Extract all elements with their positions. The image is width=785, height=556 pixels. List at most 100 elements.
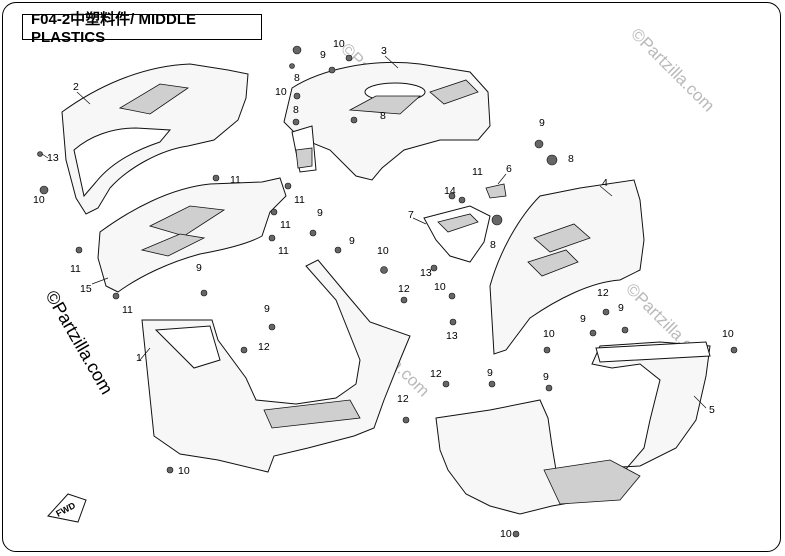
bolt-13d — [430, 264, 438, 272]
small-bracket-part — [423, 205, 491, 263]
callout-8-a: 8 — [294, 72, 300, 84]
callout-10-c: 10 — [434, 281, 446, 293]
callout-12-a: 12 — [258, 341, 270, 353]
grommet-8e — [546, 154, 558, 166]
bolt-9e — [309, 229, 317, 237]
callout-4: 4 — [602, 177, 608, 189]
callout-labels: 2 3 4 5 1 6 7 15 8 9 10 10 8 8 9 8 8 11 … — [33, 38, 734, 540]
bolt-13c — [449, 318, 457, 326]
callout-9-d: 9 — [349, 235, 355, 247]
right-rear-fender-part — [489, 179, 645, 355]
left-footwell-part — [141, 259, 411, 473]
bolt-10g — [166, 466, 174, 474]
callout-11-d: 11 — [280, 219, 291, 231]
callout-9-f: 9 — [264, 303, 270, 315]
clip-12b — [400, 296, 408, 304]
callout-15: 15 — [80, 283, 92, 295]
bolt-13b — [448, 292, 456, 300]
callout-10-g: 10 — [722, 328, 734, 340]
left-rear-fender-part — [61, 63, 249, 215]
callout-10-h: 10 — [178, 465, 190, 477]
callout-9-j: 9 — [618, 302, 624, 314]
grommet-8a — [292, 45, 302, 55]
callout-6: 6 — [506, 163, 512, 175]
grommet-9b — [534, 139, 544, 149]
bolt-11f — [75, 246, 83, 254]
bolt-11d — [270, 208, 278, 216]
callout-11-a: 11 — [472, 166, 483, 178]
callout-10-a: 10 — [333, 38, 345, 50]
bolt-10f — [730, 346, 738, 354]
callout-7: 7 — [408, 209, 414, 221]
clip-12d — [402, 416, 410, 424]
bolt-14 — [458, 196, 466, 204]
callout-2: 2 — [73, 81, 79, 93]
callout-10-e: 10 — [377, 245, 389, 257]
callout-9-i: 9 — [580, 313, 586, 325]
callout-12-d: 12 — [397, 393, 409, 405]
bolt-11b — [212, 174, 220, 182]
bolt-10a — [345, 54, 353, 62]
watermark-left-side: ©Partzilla.com — [42, 287, 117, 398]
callout-11-c: 11 — [294, 194, 305, 206]
callout-12-b: 12 — [398, 283, 410, 295]
callout-8-c: 8 — [380, 110, 386, 122]
callout-11-b: 11 — [230, 174, 241, 186]
callout-5: 5 — [709, 404, 715, 416]
bolt-9i — [589, 329, 597, 337]
bolt-9f — [334, 246, 342, 254]
watermark-top-right: ©Partzilla.com — [627, 24, 718, 115]
bolt-13a — [37, 151, 43, 157]
callout-9-b: 9 — [539, 117, 545, 129]
callout-13-a: 13 — [420, 267, 432, 279]
leader-lines — [41, 55, 707, 409]
callout-10-b: 10 — [275, 86, 287, 98]
callout-11-f: 11 — [70, 263, 81, 275]
callout-13-c: 13 — [47, 152, 59, 164]
callout-14: 14 — [444, 185, 456, 197]
callout-9-a: 9 — [320, 49, 326, 61]
callout-8-b: 8 — [293, 104, 299, 116]
bolt-8c — [350, 116, 358, 124]
callout-8-e: 8 — [490, 239, 496, 251]
clip-12c — [442, 380, 450, 388]
clip-12a — [240, 346, 248, 354]
grommet-10c — [39, 185, 49, 195]
bolt-10d — [380, 266, 388, 274]
bolt-9h — [545, 384, 553, 392]
fasteners-group — [37, 45, 738, 538]
callout-1: 1 — [136, 352, 142, 364]
center-tank-cover-part — [283, 61, 491, 181]
callout-9-h: 9 — [543, 371, 549, 383]
callout-10-f: 10 — [543, 328, 555, 340]
bolt-10b — [293, 92, 301, 100]
bolt-10e — [543, 346, 551, 354]
callout-11-e: 11 — [278, 245, 289, 257]
callout-12-c: 12 — [430, 368, 442, 380]
bolt-11c — [284, 182, 292, 190]
bolt-11a — [448, 192, 456, 200]
bolt-11g — [112, 292, 120, 300]
left-side-panel-part — [97, 177, 287, 293]
callout-11-g: 11 — [122, 304, 133, 316]
grommet-8f — [491, 214, 503, 226]
callout-8-d: 8 — [568, 153, 574, 165]
callout-13-b: 13 — [446, 330, 458, 342]
bolt-11e — [268, 234, 276, 242]
callout-10-i: 10 — [500, 528, 512, 540]
callout-3: 3 — [381, 45, 387, 57]
bolt-9a — [328, 66, 336, 74]
bolt-9j — [621, 326, 629, 334]
clip-12e — [602, 308, 610, 316]
bolt-9d — [268, 323, 276, 331]
callout-9-c: 9 — [317, 207, 323, 219]
callout-9-e: 9 — [196, 262, 202, 274]
forward-direction-arrow: FWD — [47, 493, 87, 523]
callout-12-e: 12 — [597, 287, 609, 299]
right-footwell-part — [435, 341, 711, 515]
bolt-8b — [289, 63, 295, 69]
bolt-10h — [512, 530, 520, 538]
bolt-9c — [200, 289, 208, 297]
